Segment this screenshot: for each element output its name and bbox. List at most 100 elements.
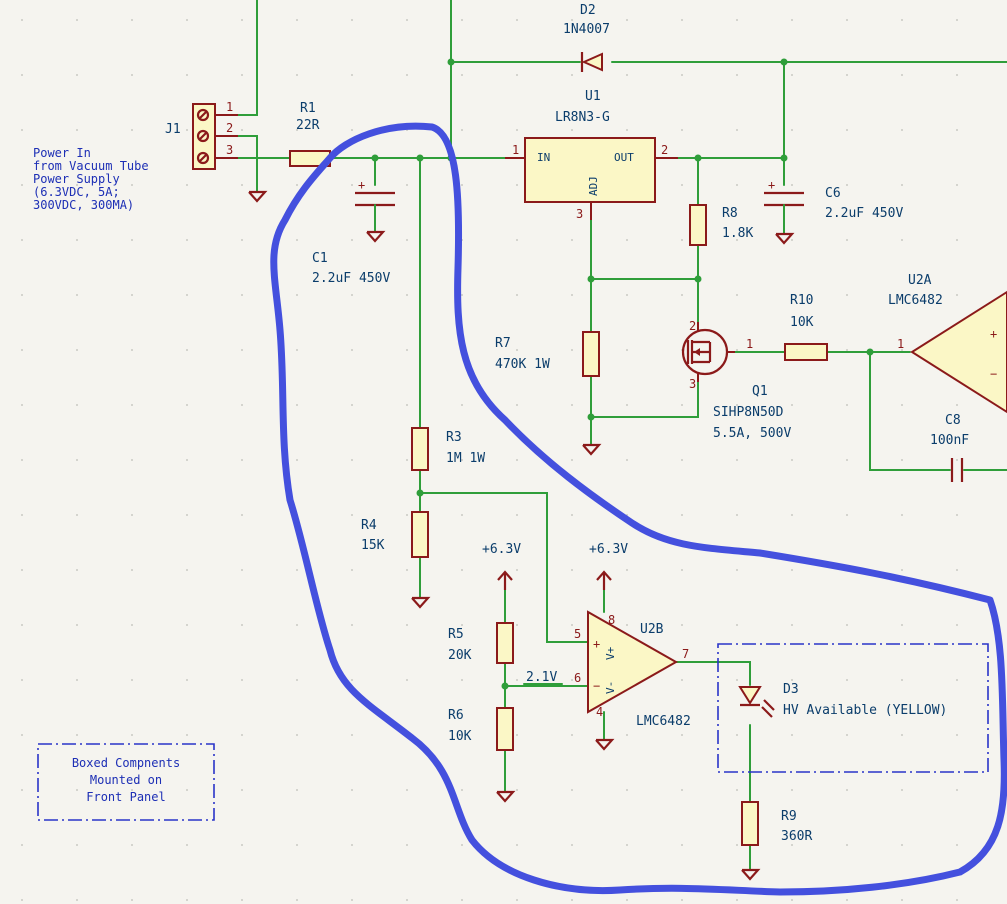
grid-dot [76, 569, 78, 571]
grid-dot [461, 294, 463, 296]
grid-dot [76, 844, 78, 846]
resistor-r4: R4 15K [361, 511, 429, 558]
grid-dot [901, 184, 903, 186]
grid-dot [461, 404, 463, 406]
grid-dot [736, 294, 738, 296]
grid-dot [516, 514, 518, 516]
grid-dot [21, 404, 23, 406]
grid-dot [626, 844, 628, 846]
grid-dot [791, 569, 793, 571]
grid-dot [186, 624, 188, 626]
grid-dot [406, 404, 408, 406]
grid-dot [406, 514, 408, 516]
grid-dot [846, 19, 848, 21]
grid-dot [296, 19, 298, 21]
grid-dot [296, 679, 298, 681]
grid-dot [406, 184, 408, 186]
grid-dot [681, 294, 683, 296]
net-label-2v1: 2.1V [526, 670, 557, 685]
grid-dot [21, 734, 23, 736]
grid-dot [21, 624, 23, 626]
power-symbol-6v3-left: +6.3V [482, 542, 521, 590]
grid-dot [241, 349, 243, 351]
grid-dot [956, 184, 958, 186]
grid-dot [571, 569, 573, 571]
grid-dot [296, 844, 298, 846]
grid-dot [681, 899, 683, 901]
grid-dot [461, 899, 463, 901]
svg-text:R1: R1 [300, 101, 316, 116]
grid-dot [736, 514, 738, 516]
grid-dot [791, 679, 793, 681]
svg-text:LR8N3-G: LR8N3-G [555, 110, 610, 125]
grid-dot [626, 239, 628, 241]
grid-dot [956, 679, 958, 681]
grid-dot [846, 624, 848, 626]
grid-dot [626, 899, 628, 901]
grid-dot [406, 789, 408, 791]
grid-dot [791, 239, 793, 241]
grid-dot [901, 349, 903, 351]
grid-dot [791, 404, 793, 406]
grid-dot [736, 19, 738, 21]
svg-text:+: + [990, 327, 997, 341]
svg-text:+: + [768, 178, 775, 192]
grid-dot [681, 19, 683, 21]
grid-dot [76, 404, 78, 406]
grid-dot [131, 734, 133, 736]
grid-dot [406, 624, 408, 626]
grid-dot [406, 349, 408, 351]
svg-text:20K: 20K [448, 648, 472, 663]
grid-dot [351, 459, 353, 461]
grid-dot [626, 19, 628, 21]
grid-dot [131, 569, 133, 571]
grid-dot [131, 184, 133, 186]
svg-text:ADJ: ADJ [587, 176, 600, 196]
resistor-r9: R9 360R [741, 801, 812, 846]
grid-dot [681, 404, 683, 406]
grid-dot [681, 514, 683, 516]
svg-text:Front Panel: Front Panel [86, 790, 165, 804]
grid-dot [351, 569, 353, 571]
grid-dot [21, 129, 23, 131]
diode-d2: D2 1N4007 [563, 3, 610, 72]
grid-dot [626, 789, 628, 791]
grid-dot [21, 349, 23, 351]
grid-dot [351, 184, 353, 186]
grid-dot [626, 569, 628, 571]
grid-dot [76, 294, 78, 296]
grid-dot [21, 514, 23, 516]
svg-text:1M 1W: 1M 1W [446, 451, 485, 466]
grid-dot [296, 734, 298, 736]
svg-text:2.2uF 450V: 2.2uF 450V [825, 206, 903, 221]
grid-dot [956, 844, 958, 846]
grid-dot [241, 184, 243, 186]
svg-text:−: − [593, 679, 600, 693]
grid-dot [846, 129, 848, 131]
grid-dot [76, 514, 78, 516]
grid-dot [791, 129, 793, 131]
grid-dot [736, 404, 738, 406]
grid-dot [901, 239, 903, 241]
grid-dot [21, 679, 23, 681]
grid-dot [791, 294, 793, 296]
grid-dot [956, 789, 958, 791]
grid-dot [296, 239, 298, 241]
svg-text:5.5A, 500V: 5.5A, 500V [713, 426, 791, 441]
svg-text:8: 8 [608, 613, 615, 627]
grid-dot [186, 129, 188, 131]
grid-dot [186, 19, 188, 21]
svg-text:Power In: Power In [33, 146, 91, 160]
svg-text:2: 2 [226, 121, 233, 135]
svg-text:C1: C1 [312, 251, 328, 266]
resistor-r5: R5 20K [448, 622, 514, 664]
grid-dot [131, 899, 133, 901]
capacitor-c8: C8 100nF [930, 413, 969, 482]
grid-dot [681, 184, 683, 186]
grid-dot [21, 899, 23, 901]
grid-dot [186, 459, 188, 461]
grid-dot [626, 404, 628, 406]
grid-dot [736, 679, 738, 681]
grid-dot [846, 899, 848, 901]
grid-dot [736, 129, 738, 131]
